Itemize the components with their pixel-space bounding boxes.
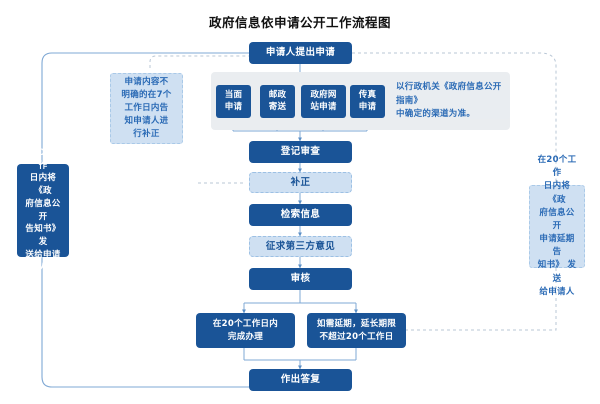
node-complete-within-20-days[interactable]: 在20个工作日内 完成办理 [196, 313, 295, 348]
node-submit-application[interactable]: 申请人提出申请 [249, 42, 352, 64]
node-review-approval[interactable]: 审核 [249, 268, 352, 290]
node-channel-fax[interactable]: 传真 申请 [350, 85, 385, 118]
node-channel-postal-mail[interactable]: 邮政 寄送 [260, 85, 295, 118]
annotation-unclear-content-note: 申请内容不 明确的在7个 工作日内告 知申请人进 行补正 [110, 73, 183, 144]
node-consult-third-party[interactable]: 征求第三方意见 [249, 236, 352, 257]
node-channel-in-person[interactable]: 当面 申请 [216, 85, 251, 118]
annotation-disclosure-notice-20-days[interactable]: 在20个工作 日内将《政 府信息公开 告知书》发 送给申请人 [17, 148, 69, 273]
node-channel-government-website[interactable]: 政府网 站申请 [301, 85, 346, 118]
node-search-information[interactable]: 检索信息 [249, 204, 352, 226]
annotation-extension-notice-20-days: 在20个工作 日内将《政 府信息公开 申请延期告 知书》 发送 给申请人 [529, 155, 585, 297]
note-channel-basis: 以行政机关《政府信息公开指南》 中确定的渠道为准。 [390, 82, 510, 119]
node-extension-20-days[interactable]: 如需延期，延长期限 不超过20个工作日 [307, 313, 406, 348]
node-supplement-correction[interactable]: 补正 [249, 172, 352, 193]
node-registration-review[interactable]: 登记审查 [249, 141, 352, 163]
node-issue-reply[interactable]: 作出答复 [249, 369, 352, 391]
page-title: 政府信息依申请公开工作流程图 [208, 15, 391, 30]
